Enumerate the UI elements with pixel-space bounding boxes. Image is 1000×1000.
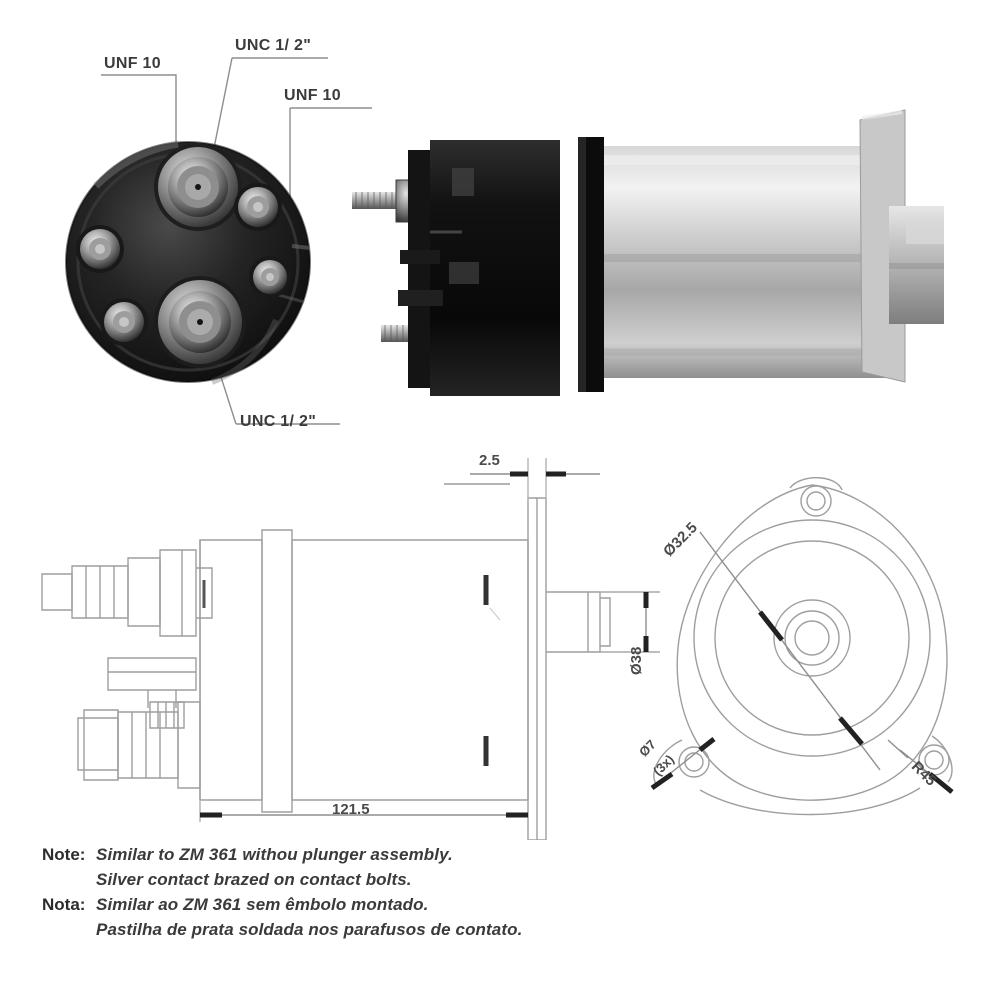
- terminal-stud-small-upper-right: [234, 183, 282, 231]
- callout-unc-half-top: UNC 1/ 2": [235, 37, 312, 54]
- dimension-bore-38: [600, 591, 660, 653]
- dimension-pilot-32-5: [699, 531, 881, 771]
- note-en-key: Note:: [42, 845, 86, 864]
- terminal-stud-small-left: [76, 225, 124, 273]
- dim-thickness-2-5: 2.5: [479, 452, 500, 469]
- note-en-line1: Similar to ZM 361 withou plunger assembl…: [96, 845, 453, 864]
- dimension-hole-7: [650, 737, 716, 791]
- photo-solenoid-side: [352, 109, 944, 396]
- dim-length-121-5: 121.5: [332, 801, 370, 818]
- dim-bore-38: Ø38: [628, 646, 645, 675]
- notes-block: Note: Similar to ZM 361 withou plunger a…: [42, 842, 662, 942]
- terminal-stud-large-upper: [154, 143, 242, 231]
- note-pt-row: Nota: Similar ao ZM 361 sem êmbolo monta…: [42, 892, 662, 917]
- drawing-end-view: [653, 477, 953, 816]
- terminal-stud-small-lower-left: [100, 298, 148, 346]
- terminal-stud-large-lower: [154, 276, 246, 368]
- dimension-length-121-5: [199, 800, 529, 840]
- callout-unc-half-bottom: UNC 1/ 2": [240, 413, 317, 430]
- photo-endcap-front: [65, 140, 311, 385]
- technical-drawings: [41, 458, 954, 840]
- note-en-row: Note: Similar to ZM 361 withou plunger a…: [42, 842, 662, 867]
- callout-unf10-right: UNF 10: [284, 87, 341, 104]
- note-pt-key: Nota:: [42, 895, 86, 914]
- terminal-stud-small-lower-right: [249, 256, 291, 298]
- note-en-line2: Silver contact brazed on contact bolts.: [96, 870, 412, 889]
- mounting-hole-top: [800, 485, 832, 517]
- drawing-side-view: [41, 497, 611, 840]
- product-photographs: [65, 57, 944, 425]
- callout-unf10-left: UNF 10: [104, 55, 161, 72]
- note-pt-line2: Pastilha de prata soldada nos parafusos …: [96, 920, 523, 939]
- dimension-radius-45: [887, 739, 954, 794]
- note-pt-line1: Similar ao ZM 361 sem êmbolo montado.: [96, 895, 429, 914]
- dimension-thickness-2-5: [444, 458, 600, 500]
